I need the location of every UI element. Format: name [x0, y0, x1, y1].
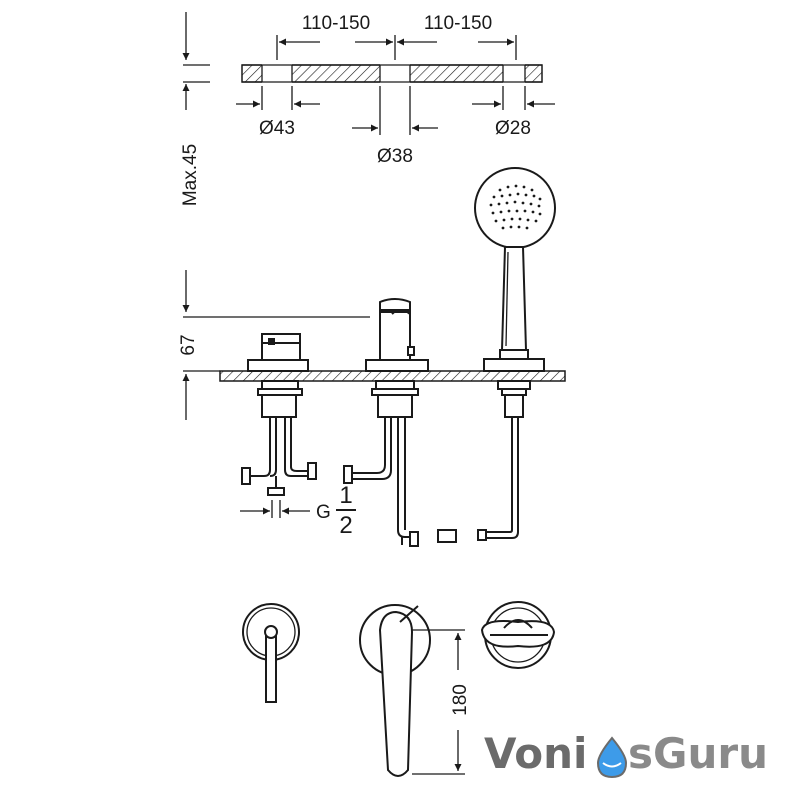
- reach-label: 180: [450, 684, 471, 716]
- thread-dimension: G 1 2: [240, 482, 356, 539]
- shower-holder-front-view: [480, 601, 556, 669]
- mixer-body-side: [241, 333, 317, 496]
- countertop-section: [219, 370, 566, 382]
- hole-left-label: Ø43: [259, 118, 295, 139]
- lever-front-view: [242, 603, 300, 703]
- thread-denominator: 2: [339, 512, 352, 539]
- thread-prefix-label: G: [316, 502, 331, 523]
- thread-numerator: 1: [339, 482, 352, 509]
- spout-side: [343, 298, 457, 547]
- brand-text-part1: Voni: [484, 729, 587, 778]
- hole-right-label: Ø28: [495, 118, 531, 139]
- brand-text-part2: sGuru: [628, 729, 768, 778]
- water-drop-icon: [596, 736, 628, 779]
- hole-center-label: Ø38: [377, 146, 413, 167]
- max-thickness-label: Max.45: [180, 144, 201, 206]
- spout-front-view: [359, 604, 431, 777]
- brand-watermark: Voni sGuru: [484, 729, 768, 779]
- reach-dimension: 180: [412, 629, 471, 775]
- spacing-right-label: 110-150: [424, 13, 492, 34]
- mounting-plate-section: [241, 64, 543, 83]
- height-label: 67: [178, 334, 199, 355]
- spacing-left-label: 110-150: [302, 13, 370, 34]
- hand-shower-side: [474, 167, 556, 541]
- hole-center: [380, 64, 410, 83]
- hole-left: [262, 64, 292, 83]
- hole-diameter-dimensions: Ø43 Ø38 Ø28: [236, 86, 555, 167]
- height-dimension: 67: [178, 270, 370, 420]
- shower-nozzles: [489, 184, 542, 230]
- max-thickness-dimension: Max.45: [180, 12, 210, 206]
- spacing-dimension: 110-150 110-150: [276, 13, 517, 60]
- hole-right: [503, 64, 525, 83]
